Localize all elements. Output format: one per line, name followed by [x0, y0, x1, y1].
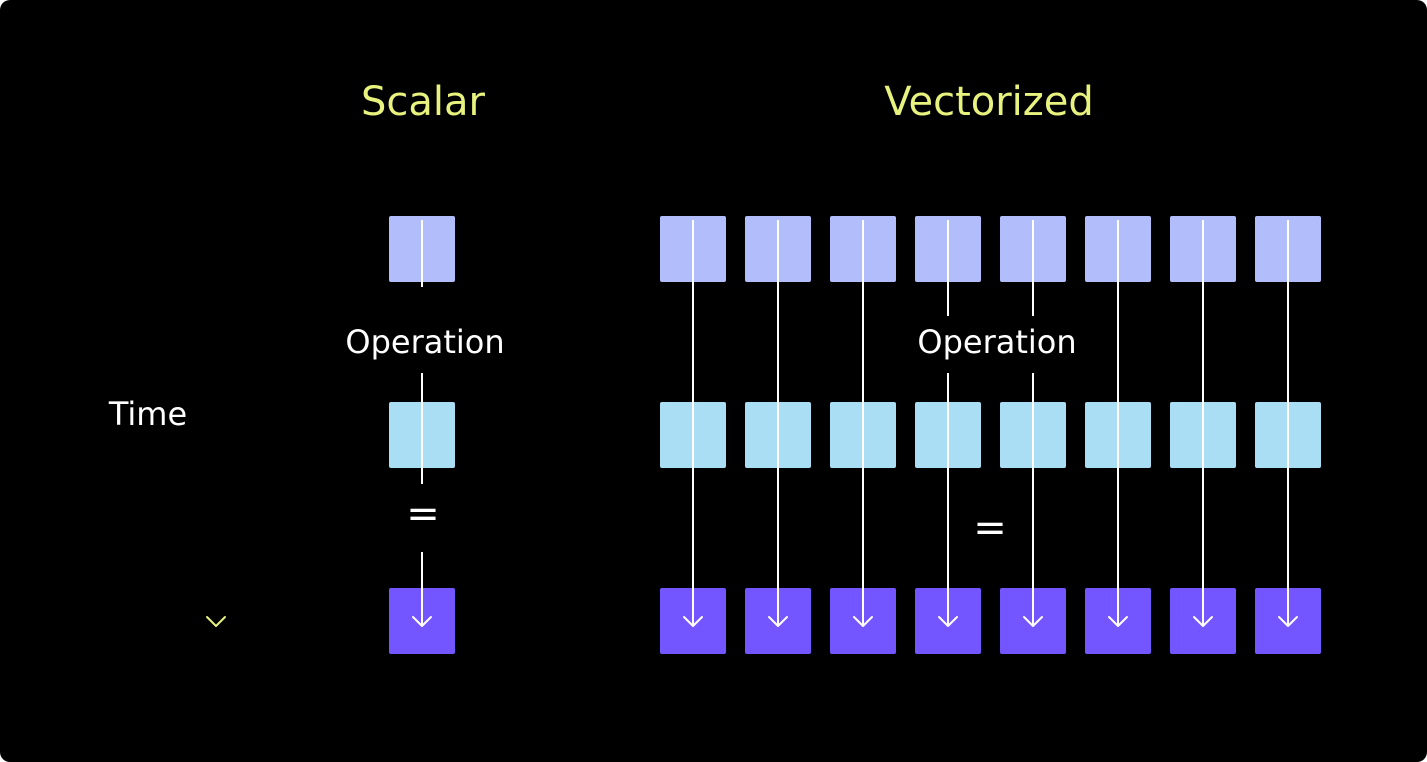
- vector-lane: [1085, 216, 1151, 654]
- vector-arrow-icon: [768, 616, 788, 627]
- time-label: Time: [108, 395, 188, 433]
- vector-arrow-icon: [683, 616, 703, 627]
- vector-lane: [660, 216, 726, 654]
- scalar-title: Scalar: [361, 79, 485, 125]
- vector-arrow-icon: [1108, 616, 1128, 627]
- vectorized-equals-sign: =: [973, 505, 1007, 551]
- vector-arrow-icon: [853, 616, 873, 627]
- vectorized-title: Vectorized: [884, 79, 1094, 125]
- time-arrow-icon: [206, 218, 226, 627]
- vector-lane: [830, 216, 896, 654]
- vector-arrow-icon: [1193, 616, 1213, 627]
- vector-arrow-icon: [1023, 616, 1043, 627]
- vectorized-operation-label: Operation: [917, 323, 1077, 361]
- vector-arrow-icon: [1278, 616, 1298, 627]
- vector-lane: [1170, 216, 1236, 654]
- vector-lane: [1000, 216, 1066, 654]
- scalar-operation-label: Operation: [345, 323, 505, 361]
- vector-lane: [745, 216, 811, 654]
- scalar-column: [389, 216, 455, 654]
- vector-lane: [915, 216, 981, 654]
- vector-lane: [1255, 216, 1321, 654]
- scalar-arrow-icon: [412, 616, 432, 627]
- vectorized-columns: [660, 216, 1321, 654]
- vector-arrow-icon: [938, 616, 958, 627]
- scalar-equals-sign: =: [406, 491, 440, 537]
- time-arrow-head: [206, 616, 226, 627]
